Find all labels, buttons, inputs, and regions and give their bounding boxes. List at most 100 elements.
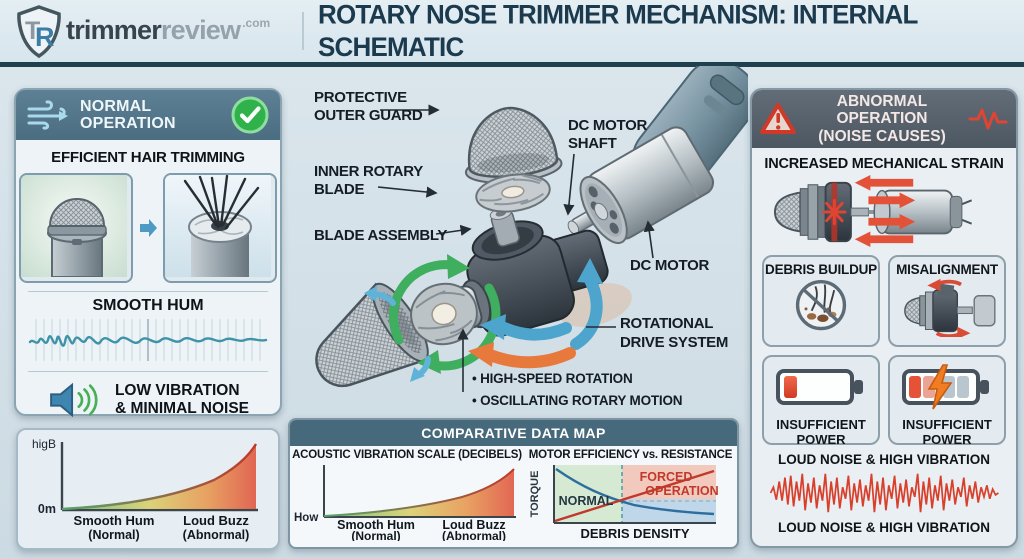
logo-letter-t: T bbox=[25, 17, 40, 45]
inner-blade-label-l2: BLADE bbox=[314, 181, 364, 198]
comparative-data-panel: COMPARATIVE DATA MAP ACOUSTIC VIBRATION … bbox=[288, 418, 739, 549]
charging-battery-icon bbox=[902, 364, 989, 410]
loud-noise-title-bottom: LOUD NOISE & HIGH VIBRATION bbox=[777, 520, 990, 535]
page-title: ROTARY NOSE TRIMMER MECHANISM: INTERNAL … bbox=[318, 0, 918, 63]
blue-arrowhead-2 bbox=[410, 367, 425, 382]
noise-pulse-icon bbox=[968, 108, 1008, 130]
header-bar: T R trimmerreview.com ROTARY NOSE TRIMME… bbox=[0, 0, 1024, 62]
drive-arrow-blue-up-head bbox=[577, 258, 603, 284]
brand-text: trimmerreview.com bbox=[66, 15, 270, 46]
arrow-right-icon bbox=[140, 219, 157, 237]
abnormal-title-line1: ABNORMAL OPERATION bbox=[836, 92, 928, 128]
loud-noise-title-top: LOUD NOISE & HIGH VIBRATION bbox=[777, 452, 990, 467]
misalignment-card: MISALIGNMENT bbox=[888, 255, 1006, 347]
loud-vibration-waveform bbox=[769, 473, 999, 513]
abnormal-operation-panel: ABNORMAL OPERATION (NOISE CAUSES) INCREA… bbox=[750, 88, 1018, 548]
normal-panel-header: NORMAL OPERATION bbox=[16, 90, 280, 140]
x2-label: Loud Buzz bbox=[183, 513, 249, 528]
exploded-schematic: PROTECTIVE OUTER GUARD INNER ROTARY BLAD… bbox=[314, 66, 748, 408]
check-icon bbox=[231, 96, 269, 134]
bullet-oscillating-motion: • OSCILLATING ROTARY MOTION bbox=[472, 393, 682, 408]
drive-arrow-blue-left bbox=[496, 321, 572, 341]
warning-icon bbox=[760, 103, 796, 134]
insufficient-power-card-2: INSUFFICIENT POWER bbox=[888, 355, 1006, 448]
power1-line1: INSUFFICIENT bbox=[776, 417, 866, 432]
misalignment-icon bbox=[904, 278, 996, 339]
noise-scale-chart: higB 0m Smooth Hum (Normal) Loud Buzz (A… bbox=[16, 428, 280, 550]
airflow-icon bbox=[27, 100, 68, 130]
dc-motor-label: DC MOTOR bbox=[630, 257, 709, 274]
outer-guard-label-l2: OUTER GUARD bbox=[314, 107, 423, 124]
low-vibration-line1: LOW VIBRATION bbox=[114, 381, 240, 399]
motor-chart-title: MOTOR EFFICIENCY vs. RESISTANCE bbox=[528, 449, 733, 461]
debris-buildup-card: DEBRIS BUILDUP bbox=[762, 255, 880, 347]
power-card1-title: INSUFFICIENT POWER bbox=[764, 417, 878, 448]
efficient-trimming-title: EFFICIENT HAIR TRIMMING bbox=[51, 149, 245, 166]
power2-line2: POWER bbox=[922, 431, 972, 447]
insufficient-power-card-1: INSUFFICIENT POWER bbox=[762, 355, 880, 448]
acoustic-ylabel: How bbox=[294, 512, 318, 524]
drive-system-label-l2: DRIVE SYSTEM bbox=[620, 334, 728, 351]
outer-guard-label-l1: PROTECTIVE bbox=[314, 89, 407, 106]
brand-tld: .com bbox=[242, 16, 271, 30]
low-battery-icon bbox=[776, 369, 863, 405]
abnormal-panel-title: ABNORMAL OPERATION (NOISE CAUSES) bbox=[800, 93, 964, 145]
inner-blade-label-l1: INNER ROTARY bbox=[314, 163, 423, 180]
acoustic-chart-title: ACOUSTIC VIBRATION SCALE (DECIBELS) bbox=[292, 449, 522, 461]
rotation-arrowhead-top bbox=[447, 254, 470, 279]
brand-word-bold: trimmer bbox=[66, 15, 162, 45]
abnormal-panel-header: ABNORMAL OPERATION (NOISE CAUSES) bbox=[752, 90, 1016, 148]
acoustic-x1-sublabel: (Normal) bbox=[351, 529, 400, 541]
acoustic-x2-sublabel: (Abnormal) bbox=[442, 529, 506, 541]
x1-label: Smooth Hum bbox=[74, 513, 155, 528]
low-vibration-label: LOW VIBRATION & MINIMAL NOISE bbox=[115, 382, 249, 419]
x1-sublabel: (Normal) bbox=[88, 528, 139, 542]
motor-efficiency-chart: MOTOR EFFICIENCY vs. RESISTANCE NORMAL F… bbox=[524, 446, 737, 546]
divider bbox=[28, 371, 268, 372]
y-bottom-label: 0m bbox=[38, 502, 56, 516]
power1-line2: POWER bbox=[796, 431, 846, 447]
mechanical-strain-title: INCREASED MECHANICAL STRAIN bbox=[764, 156, 1004, 172]
blue-arrowhead-1 bbox=[364, 286, 377, 302]
speaker-icon bbox=[50, 382, 98, 418]
region-forced-label-l2: OPERATION bbox=[645, 484, 718, 498]
logo-letter-r: R bbox=[35, 22, 55, 52]
rotation-arrows-green bbox=[388, 260, 501, 371]
x2-sublabel: (Abnormal) bbox=[183, 528, 250, 542]
y-top-label: higB bbox=[32, 437, 56, 451]
label-connectors bbox=[377, 104, 655, 392]
drive-system-label-l1: ROTATIONAL bbox=[620, 315, 713, 332]
header-divider bbox=[302, 12, 304, 50]
outer-guard-illustration bbox=[464, 106, 563, 184]
smooth-hum-waveform bbox=[28, 319, 268, 361]
normal-title-line1: NORMAL bbox=[80, 97, 152, 115]
normal-operation-panel: NORMAL OPERATION EFFICIENT HAIR TRIMMING bbox=[14, 88, 282, 419]
drive-arrow-orange bbox=[484, 347, 576, 369]
torque-axis-label: TORQUE bbox=[529, 471, 541, 518]
region-forced-label-l1: FORCED bbox=[640, 470, 693, 484]
debris-card-title: DEBRIS BUILDUP bbox=[765, 262, 877, 277]
motor-shaft-label-l2: SHAFT bbox=[568, 135, 617, 152]
brand-shield-logo: T R bbox=[17, 5, 61, 59]
power-card2-title: INSUFFICIENT POWER bbox=[890, 417, 1004, 448]
power2-line1: INSUFFICIENT bbox=[902, 417, 992, 432]
brand-word-light: review bbox=[160, 15, 241, 45]
guard-cone-illustration bbox=[315, 282, 429, 388]
trimmer-cutting-image bbox=[163, 173, 277, 283]
dc-motor-illustration bbox=[567, 126, 715, 245]
smooth-hum-title: SMOOTH HUM bbox=[92, 297, 204, 314]
acoustic-vibration-chart: ACOUSTIC VIBRATION SCALE (DECIBELS) How … bbox=[290, 446, 524, 546]
acoustic-x1-label: Smooth Hum bbox=[337, 518, 415, 532]
inner-blade-illustration bbox=[475, 173, 551, 213]
blade-assembly-label: BLADE ASSEMBLY bbox=[314, 227, 447, 244]
motor-shaft-label-l1: DC MOTOR bbox=[568, 117, 647, 134]
drive-arrow-blue-left-head bbox=[480, 314, 506, 340]
abnormal-title-line2: (NOISE CAUSES) bbox=[818, 127, 946, 145]
misalignment-card-title: MISALIGNMENT bbox=[896, 262, 998, 277]
acoustic-x2-label: Loud Buzz bbox=[442, 518, 505, 532]
region-normal-label: NORMAL bbox=[559, 494, 614, 508]
normal-panel-title: NORMAL OPERATION bbox=[80, 98, 176, 133]
header-rule bbox=[0, 62, 1024, 67]
debris-icon bbox=[795, 280, 847, 331]
